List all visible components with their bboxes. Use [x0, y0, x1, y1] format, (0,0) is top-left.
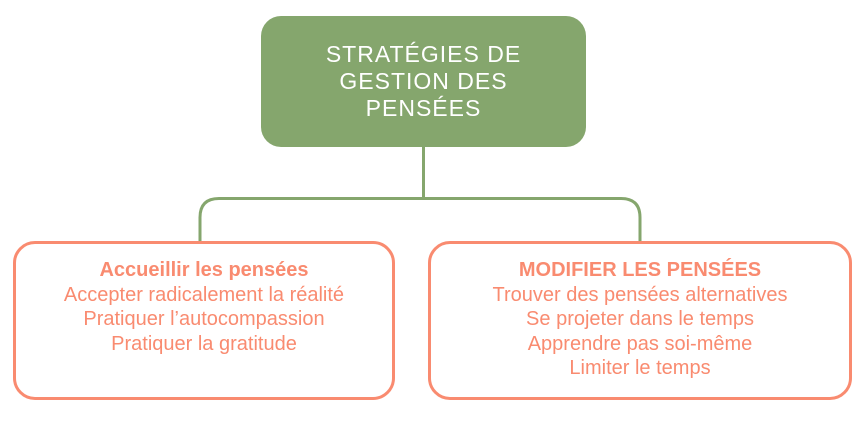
child-node-item: Pratiquer la gratitude	[111, 332, 297, 355]
child-node-item: Limiter le temps	[569, 357, 711, 379]
child-node-title: MODIFIER LES PENSÉES	[518, 259, 762, 281]
child-node-item: Se projeter dans le temps	[526, 308, 754, 330]
child-node-item: Accepter radicalement la réalité	[63, 283, 345, 306]
child-node-title: Accueillir les pensées	[99, 259, 309, 281]
child-node-modifier: MODIFIER LES PENSÉES Trouver des pensées…	[428, 241, 852, 400]
connector-path	[198, 146, 642, 242]
root-node-title: STRATÉGIES DE GESTION DES PENSÉES	[325, 41, 522, 121]
child-node-accueillir: Accueillir les pensées Accepter radicale…	[13, 241, 395, 400]
child-node-item: Apprendre pas soi-même	[527, 332, 753, 355]
root-node: STRATÉGIES DE GESTION DES PENSÉES	[261, 16, 586, 147]
child-node-item: Pratiquer l’autocompassion	[83, 308, 325, 330]
child-node-item: Trouver des pensées alternatives	[492, 283, 788, 306]
